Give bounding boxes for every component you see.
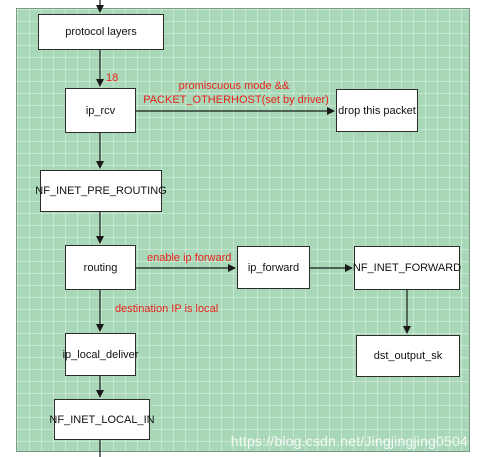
node-routing: routing — [65, 245, 136, 290]
node-ip-forward: ip_forward — [237, 246, 310, 289]
label-destination-local: destination IP is local — [115, 303, 219, 315]
node-nf-inet-local-in: NF_INET_LOCAL_IN — [49, 399, 155, 440]
node-nf-inet-forward: NF_INET_FORWARD — [353, 246, 461, 290]
node-drop-packet: drop this packet — [336, 89, 418, 132]
label-step-number: 18 — [106, 72, 119, 84]
label-promiscuous-line1: promiscuous mode && — [178, 80, 290, 92]
node-protocol-layers: protocol layers — [38, 14, 164, 50]
node-ip-local-deliver: ip_local_deliver — [63, 333, 138, 376]
label-promiscuous-line2: PACKET_OTHERHOST(set by driver) — [143, 94, 329, 106]
node-ip-rcv: ip_rcv — [65, 88, 136, 133]
watermark: https://blog.csdn.net/Jingjingjing0504 — [230, 433, 468, 449]
node-nf-inet-pre-routing: NF_INET_PRE_ROUTING — [35, 170, 167, 212]
node-dst-output-sk: dst_output_sk — [356, 335, 460, 377]
diagram-panel — [16, 8, 470, 452]
label-enable-ip-forward: enable ip forward — [147, 252, 232, 264]
